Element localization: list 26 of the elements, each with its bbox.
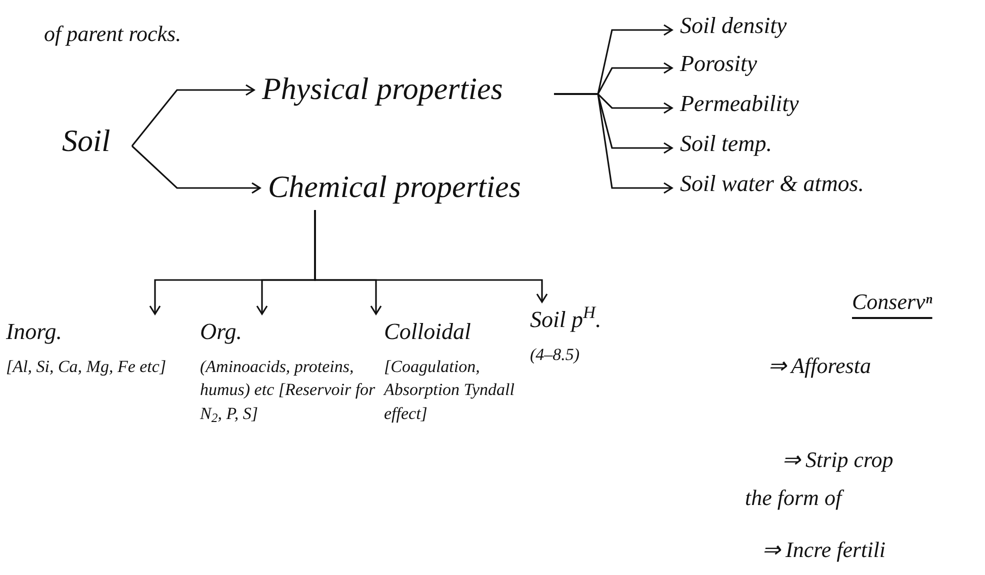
note-text: the form of [745, 484, 842, 512]
node-label: Porosity [680, 50, 758, 78]
node-note: [Coagulation, Absorption Tyndall effect] [384, 356, 516, 425]
node-label: Permeability [680, 90, 799, 118]
arrow [131, 145, 261, 194]
node-label: Org. [200, 318, 242, 346]
note-text: ⇒ Incre fertili [762, 536, 886, 564]
node-label: Chemical properties [268, 168, 521, 206]
arrow [131, 84, 255, 146]
node-label: Soil [62, 122, 110, 160]
node-note: [Al, Si, Ca, Mg, Fe etc] [6, 356, 166, 378]
node-label: Soil p$^{H}$. [530, 306, 602, 334]
node-note: (Aminoacids, proteins, humus) etc [Reservoir for N$_{2}$, P, S] [200, 356, 376, 425]
arrow [314, 210, 548, 303]
node-label: Inorg. [6, 318, 62, 346]
node-label: Soil temp. [680, 130, 772, 158]
node-label: Soil density [680, 12, 787, 40]
node-note: (4–8.5) [530, 344, 580, 366]
note-text: of parent rocks. [44, 20, 182, 48]
node-label: Soil water & atmos. [680, 170, 864, 198]
note-text: ⇒ Strip crop [782, 446, 894, 474]
heading-note: Conservⁿ [852, 288, 932, 316]
node-label: Colloidal [384, 318, 471, 346]
node-label: Physical properties [262, 70, 503, 108]
arrow [554, 93, 673, 194]
note-text: ⇒ Afforesta [768, 352, 871, 380]
